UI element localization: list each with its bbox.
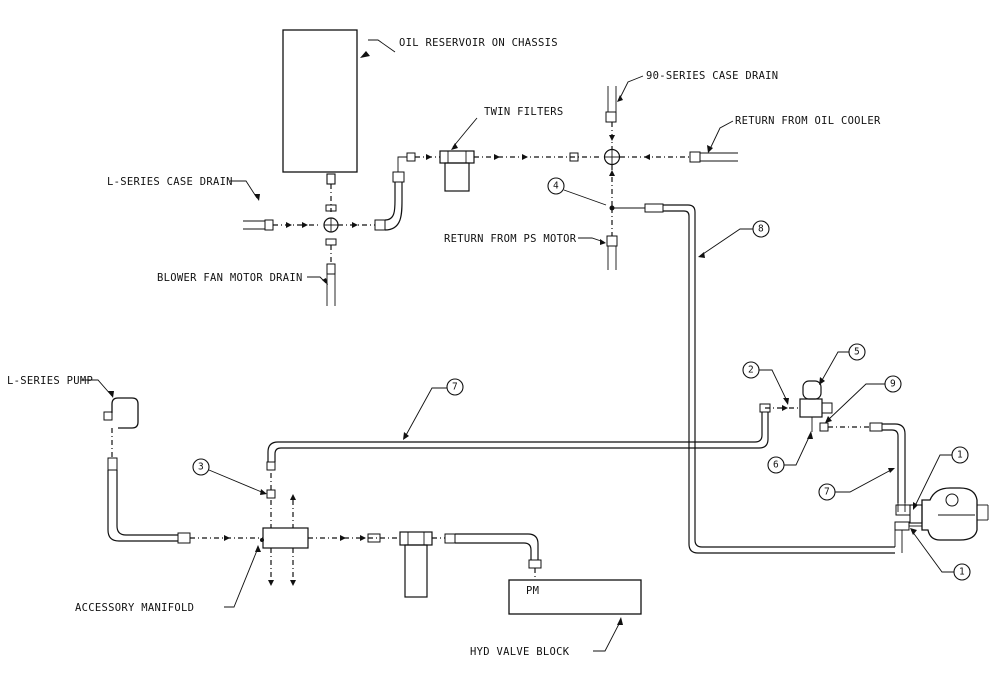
valve-body	[799, 398, 823, 418]
callout-1-upper: 1	[951, 446, 969, 464]
svg-text:4: 4	[553, 181, 559, 192]
label-l-series-case-drain: L-SERIES CASE DRAIN	[107, 176, 233, 188]
accessory-filter-head	[399, 531, 433, 546]
valve-solenoid	[802, 380, 822, 400]
callout-1-lower: 1	[953, 563, 971, 581]
callout-9: 9	[884, 375, 902, 393]
accessory-manifold	[262, 527, 309, 549]
label-90-series-case-drain: 90-SERIES CASE DRAIN	[646, 70, 778, 82]
accessory-filter-canister	[404, 544, 428, 598]
callout-7-upper: 7	[446, 378, 464, 396]
twin-filter-head	[439, 150, 475, 164]
callout-2: 2	[742, 361, 760, 379]
label-return-ps-motor: RETURN FROM PS MOTOR	[444, 233, 577, 245]
label-accessory-manifold: ACCESSORY MANIFOLD	[75, 602, 194, 614]
svg-text:7: 7	[824, 487, 830, 498]
label-blower-fan-drain: BLOWER FAN MOTOR DRAIN	[157, 272, 303, 284]
callout-3: 3	[192, 458, 210, 476]
label-oil-reservoir: OIL RESERVOIR ON CHASSIS	[399, 37, 558, 49]
svg-text:3: 3	[198, 462, 204, 473]
gear-pump	[921, 487, 978, 541]
callout-8: 8	[752, 220, 770, 238]
label-pm: PM	[526, 585, 539, 597]
twin-filter-canister	[444, 162, 470, 192]
svg-text:6: 6	[773, 460, 779, 471]
svg-text:5: 5	[854, 347, 860, 358]
label-hyd-valve-block: HYD VALVE BLOCK	[470, 646, 570, 658]
svg-text:8: 8	[758, 224, 764, 235]
callout-5: 5	[848, 343, 866, 361]
callout-4: 4	[547, 177, 565, 195]
l-series-pump	[111, 397, 139, 429]
label-twin-filters: TWIN FILTERS	[484, 106, 563, 118]
reservoir-fitting	[326, 173, 336, 185]
callout-6: 6	[767, 456, 785, 474]
svg-text:7: 7	[452, 382, 458, 393]
hyd-valve-block	[508, 579, 642, 615]
label-l-series-pump: L-SERIES PUMP	[7, 375, 93, 387]
svg-text:9: 9	[890, 379, 896, 390]
callout-7-lower: 7	[818, 483, 836, 501]
svg-text:2: 2	[748, 365, 754, 376]
oil-reservoir-tank	[282, 29, 358, 173]
label-return-oil-cooler: RETURN FROM OIL COOLER	[735, 115, 881, 127]
svg-text:1: 1	[957, 450, 963, 461]
svg-text:1: 1	[959, 567, 965, 578]
